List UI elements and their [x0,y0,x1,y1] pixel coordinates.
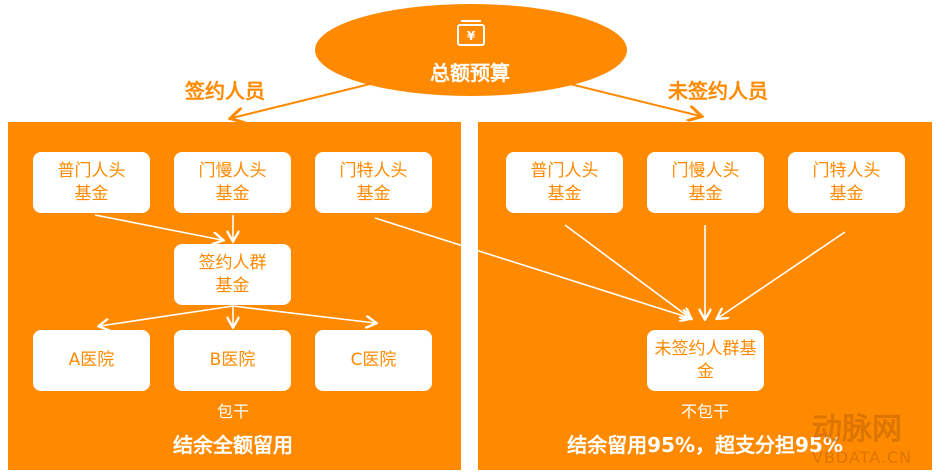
unsigned-fund-chronic: 门慢人头基金 [647,152,764,213]
signed-mode: 包干 [216,402,250,421]
signed-fund-chronic: 门慢人头基金 [174,152,291,213]
signed-fund-general: 普门人头基金 [33,152,150,213]
unsigned-policy: 结余留用95%，超支分担95% [567,433,843,457]
hospital-b: B医院 [174,330,291,391]
unsigned-fund-general: 普门人头基金 [506,152,623,213]
hospital-c: C医院 [315,330,432,391]
yuan-wallet-icon: ¥ [457,20,485,46]
signed-policy: 结余全额留用 [173,433,293,457]
svg-text:¥: ¥ [467,29,476,43]
unsigned-header: 未签约人员 [668,79,768,103]
signed-pool-fund: 签约人群基金 [174,244,291,305]
signed-fund-special: 门特人头基金 [315,152,432,213]
total-budget-node [315,4,627,96]
hospital-a: A医院 [33,330,150,391]
total-budget-title: 总额预算 [430,61,510,85]
signed-header: 签约人员 [185,79,265,103]
unsigned-mode: 不包干 [680,402,730,421]
unsigned-pool-fund: 未签约人群基金 [647,330,764,391]
unsigned-fund-special: 门特人头基金 [788,152,905,213]
